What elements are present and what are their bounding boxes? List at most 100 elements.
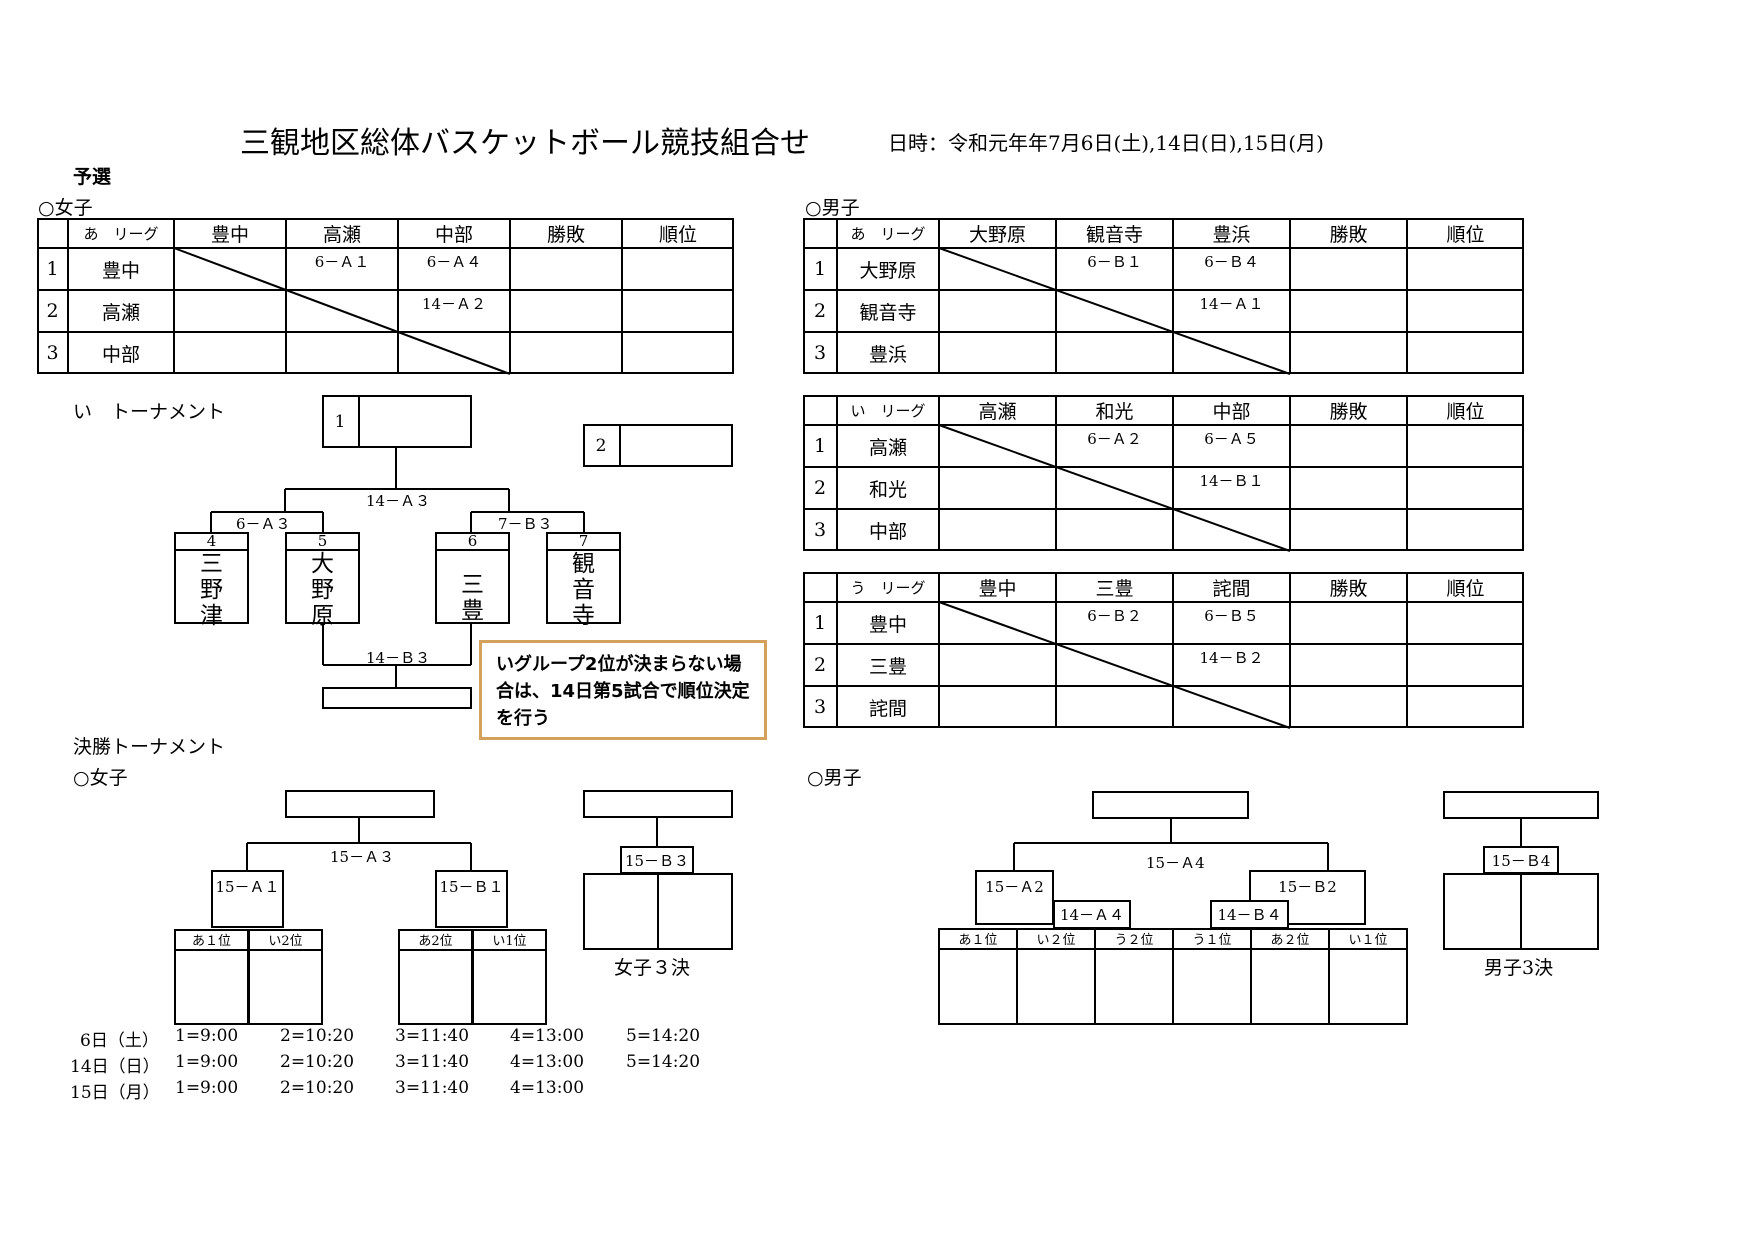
team-box [546,532,621,624]
men-league-1-game-code: 6－Ａ２ [1087,429,1142,448]
seed-label: い２位 [1036,932,1076,948]
men-league-0-col-line [1172,218,1174,374]
team-name: 大野原 [285,551,360,629]
team-name-char: 野 [200,577,223,603]
schedule-day: 6日（土） [80,1031,159,1051]
rank2-number: 2 [595,435,607,456]
seed-label: あ２位 [1270,932,1310,948]
seed-label: う２位 [1114,932,1154,948]
women-league-a-row-line [37,331,734,333]
women-semi-right-box: 15－Ｂ１ [435,870,508,928]
men-league-0-row-team: 豊浜 [868,343,907,366]
men-qf-right-box: 14－Ｂ４ [1210,900,1289,929]
schedule-time: 2=10:20 [280,1078,355,1098]
seed-label: あ2位 [418,933,453,949]
men-league-0-col-header: 豊浜 [1212,223,1251,246]
men-prelim-label: ○男子 [805,197,860,219]
team-box-divider [546,549,621,551]
seed-box [472,929,547,1025]
men-league-2-row-line [803,601,1524,603]
women-league-a-row-team: 高瀬 [101,301,140,324]
schedule-day: 15日（月） [70,1083,160,1103]
men-third-divider [1520,873,1522,950]
men-league-1-col-line [1406,395,1408,551]
men-league-2-row-number: 2 [813,654,827,676]
men-league-1-col-line [836,395,838,551]
men-league-1-frame [803,395,1524,551]
prelim-label: 予選 [73,166,112,188]
men-league-0-row-line [803,331,1524,333]
men-league-1-row-line [803,466,1524,468]
men-league-2-col-line [1172,572,1174,728]
team-name-char: 寺 [572,603,595,629]
men-league-1-col-header: 順位 [1446,400,1485,423]
men-league-0-frame [803,218,1524,374]
men-league-0-row-line [803,289,1524,291]
women-league-a-row-team: 豊中 [101,259,140,282]
seed-box [248,929,323,1025]
men-league-2-col-header: 詫間 [1212,577,1251,600]
schedule-time: 2=10:20 [280,1052,355,1072]
schedule-time: 5=14:20 [626,1026,701,1046]
seed-label: い2位 [268,933,303,949]
women-league-a-game-code: 6－Ａ１ [314,252,370,271]
seed-label: あ１位 [191,933,231,949]
men-league-0-row-line [803,247,1524,249]
men-league-1-row-line [803,508,1524,510]
team-box-divider [174,549,249,551]
men-league-1-row-team: 高瀬 [868,436,907,459]
men-league-2-col-line [1055,572,1057,728]
men-league-0-row-team: 観音寺 [859,301,917,324]
rank1-number: 1 [334,411,346,432]
men-final-winner-box [1092,791,1249,819]
seed-divider [1172,948,1252,950]
schedule-time: 4=13:00 [510,1078,585,1098]
seed-box [398,929,473,1025]
team-number: 5 [317,532,328,550]
women-league-a-row-line [37,247,734,249]
men-league-2-row-team: 三豊 [868,655,907,678]
men-league-2-row-line [803,643,1524,645]
men-semi-left-box: 15－Ａ2 [975,870,1054,925]
men-league-2-col-header: 豊中 [978,577,1017,600]
seed-label: い１位 [1348,932,1388,948]
men-league-1-col-header: 勝敗 [1329,400,1368,423]
men-league-0-row-number: 2 [813,300,827,322]
men-league-1-col-line [938,395,940,551]
seed-box [1250,928,1330,1025]
schedule-time: 3=11:40 [395,1052,470,1072]
men-third-winner-box [1443,791,1599,819]
men-league-2-col-line [1289,572,1291,728]
men-league-0-col-header: 順位 [1446,223,1485,246]
team-name-char: 三 [200,551,223,577]
men-league-1-game-code: 6－Ａ５ [1204,429,1259,448]
team-number: 4 [206,532,217,550]
men-final-game: 15－Ａ4 [1146,854,1205,872]
team-name-char: 野 [311,577,334,603]
schedule-time: 4=13:00 [510,1052,585,1072]
team-box-divider [285,549,360,551]
women-third-divider [657,873,659,950]
schedule-day: 14日（日） [70,1057,160,1077]
tiebreak-note: いグループ2位が決まらない場合は、14日第5試合で順位決定を行う [479,640,767,740]
team-number: 7 [578,532,589,550]
team-name: 三野津 [174,551,249,629]
team-name-char: 三 [461,572,484,598]
women-third-winner-box [583,790,733,818]
team-name-char: 原 [311,603,334,629]
men-league-2-row-number: 3 [813,696,827,718]
seed-divider [248,949,323,951]
seed-divider [938,948,1018,950]
seed-divider [174,949,249,951]
men-league-2-game-code: 6－Ｂ２ [1087,606,1142,625]
seed-box [1094,928,1174,1025]
men-league-1-col-header: 和光 [1095,400,1134,423]
men-league-2-frame [803,572,1524,728]
team-box [285,532,360,624]
team-name-char: 音 [572,577,595,603]
women-third-label: 女子３決 [614,957,691,979]
men-league-0-col-header: 勝敗 [1329,223,1368,246]
women-final-game: 15－Ａ３ [330,848,395,866]
men-league-1-name: い リーグ [850,401,926,420]
